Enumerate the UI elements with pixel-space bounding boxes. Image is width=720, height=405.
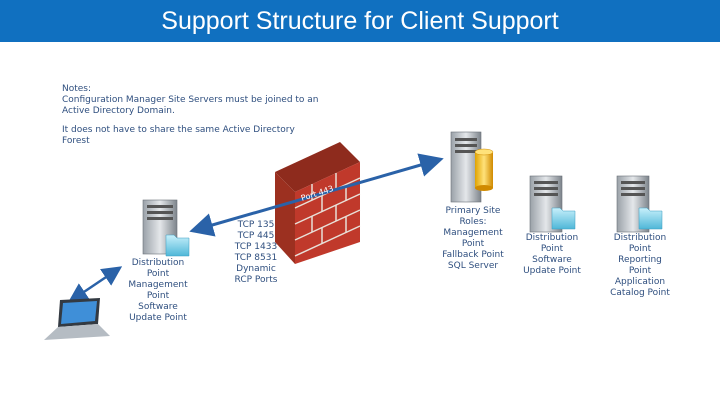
label-line: Primary Site: [445, 206, 501, 216]
distribution-point-middle-server-icon: [529, 175, 576, 233]
label-line: Software: [532, 255, 572, 265]
label-line: Fallback Point: [442, 250, 504, 260]
client-connection-arrow: [67, 266, 123, 303]
laptop-icon: [44, 298, 110, 340]
notes-line-3: It does not have to share the same Activ…: [62, 125, 295, 135]
notes-line-4: Forest: [62, 136, 90, 146]
label-line: Distribution: [613, 233, 667, 243]
label-line: Point: [461, 239, 485, 249]
port-item: Dynamic: [236, 264, 276, 274]
port-item: RCP Ports: [234, 275, 278, 285]
label-line: Update Point: [129, 313, 187, 323]
distribution-point-left-server-icon: [142, 199, 190, 257]
firewall-ports-list: TCP 135 TCP 445 TCP 1433 TCP 8531 Dynami…: [224, 220, 288, 286]
label-line: Reporting: [618, 255, 662, 265]
label-line: Application: [614, 277, 666, 287]
notes-heading: Notes:: [62, 84, 92, 94]
label-line: SQL Server: [447, 261, 499, 271]
notes-line-1: Configuration Manager Site Servers must …: [62, 95, 319, 105]
label-line: Point: [540, 244, 564, 254]
port-item: TCP 135: [237, 220, 275, 230]
notes-line-2: Active Directory Domain.: [62, 106, 175, 116]
port-item: TCP 8531: [234, 253, 278, 263]
primary-site-label: Primary Site Roles: Management Point Fal…: [433, 206, 513, 272]
notes-block: Notes: Configuration Manager Site Server…: [62, 84, 332, 147]
page-title: Support Structure for Client Support: [161, 6, 559, 35]
title-bar: Support Structure for Client Support: [0, 0, 720, 42]
distribution-point-left-label: Distribution Point Management Point Soft…: [120, 258, 196, 324]
distribution-point-right-server-icon: [616, 175, 663, 233]
label-line: Distribution: [525, 233, 579, 243]
label-line: Update Point: [523, 266, 581, 276]
client-port-label: Port 443: [80, 255, 113, 281]
label-line: Point: [146, 291, 170, 301]
label-line: Point: [146, 269, 170, 279]
primary-site-server-icon: [450, 131, 494, 203]
site-connection-arrow: [189, 153, 444, 237]
distribution-point-middle-label: Distribution Point Software Update Point: [514, 233, 590, 277]
label-line: Management: [128, 280, 188, 290]
network-diagram: Port 443 Port 443: [44, 131, 663, 340]
label-line: Catalog Point: [610, 288, 670, 298]
label-line: Roles:: [459, 217, 487, 227]
label-line: Management: [443, 228, 503, 238]
port-item: TCP 445: [237, 231, 275, 241]
label-line: Distribution: [131, 258, 185, 268]
distribution-point-right-label: Distribution Point Reporting Point Appli…: [603, 233, 677, 299]
label-line: Software: [138, 302, 178, 312]
label-line: Point: [628, 244, 652, 254]
port-item: TCP 1433: [234, 242, 278, 252]
label-line: Point: [628, 266, 652, 276]
